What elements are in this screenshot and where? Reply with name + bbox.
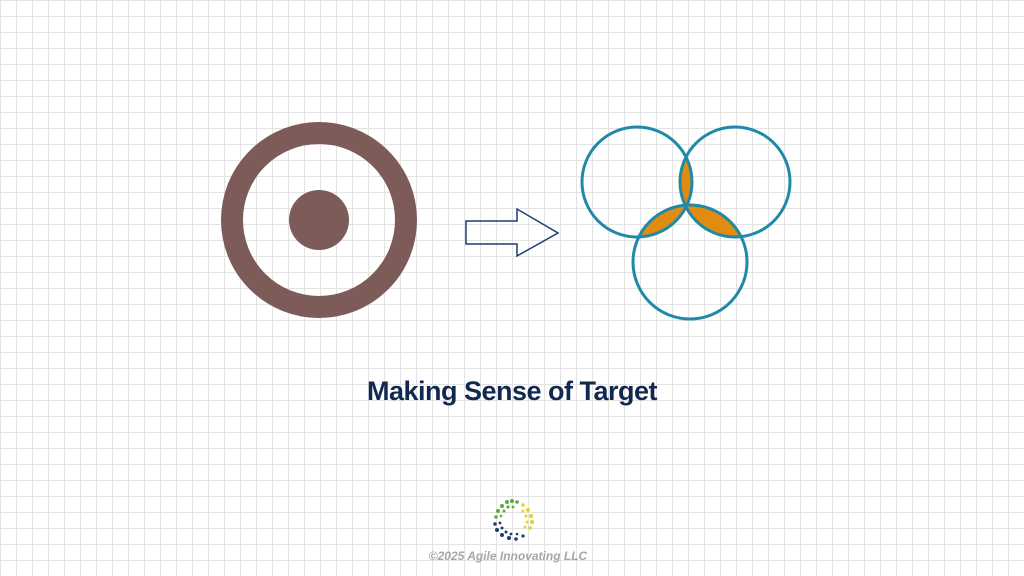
three-circle-venn-icon bbox=[580, 125, 792, 321]
target-outer-ring bbox=[221, 122, 417, 318]
slide-title: Making Sense of Target bbox=[366, 376, 658, 406]
target-center-dot bbox=[289, 190, 349, 250]
bullseye-target-icon bbox=[221, 122, 417, 318]
arrow-outline bbox=[465, 207, 560, 258]
venn-circle-right bbox=[678, 125, 792, 239]
venn-circle-left bbox=[580, 125, 694, 239]
venn-circle-bottom bbox=[631, 203, 749, 321]
venn-overlaps bbox=[633, 127, 747, 237]
copyright-text: ©2025 Agile Innovating LLC bbox=[428, 549, 588, 563]
agile-innovating-logo-icon bbox=[493, 499, 534, 541]
right-arrow-icon bbox=[465, 207, 560, 258]
